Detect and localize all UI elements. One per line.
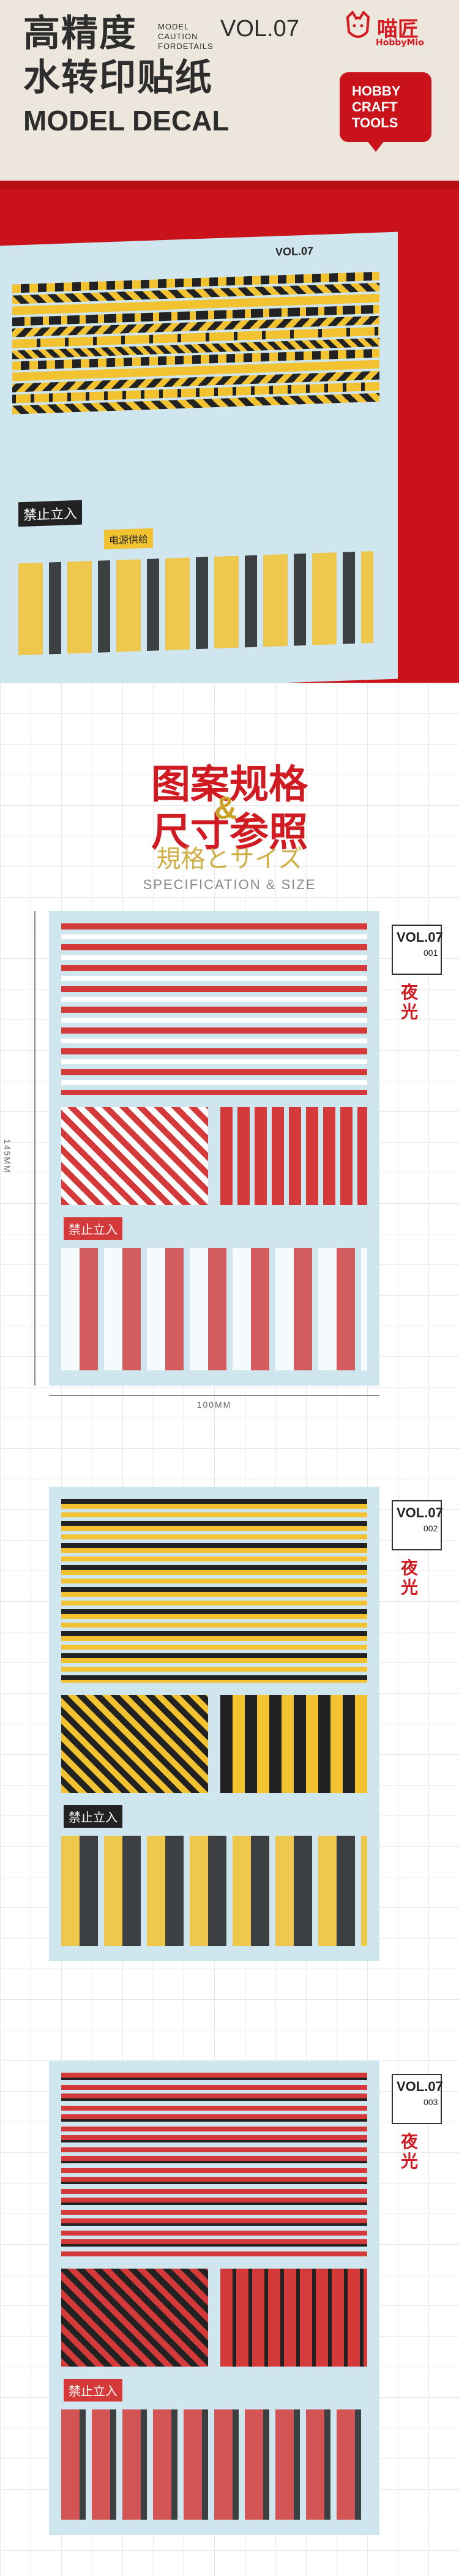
title-en: MODEL DECAL	[23, 105, 230, 137]
hobby-tools-bubble: HOBBY CRAFT TOOLS	[340, 72, 431, 142]
label-num: 002	[424, 1523, 438, 1533]
sheet-label-002: VOL.07 002	[392, 1500, 443, 1550]
label-vol: VOL.07	[397, 929, 443, 945]
hatch-block	[61, 1107, 208, 1205]
label-num: 001	[424, 948, 438, 958]
banner: 高精度 水转印贴纸 MODEL DECAL MODEL CAUTION FORD…	[0, 0, 459, 683]
vol-label: VOL.07	[220, 16, 299, 42]
label-vol: VOL.07	[397, 1505, 443, 1520]
stripe-band	[61, 923, 367, 1095]
sheet-notice: 禁止立入	[64, 2379, 122, 2401]
caption-line: FORDETAILS	[158, 42, 214, 51]
label-vol: VOL.07	[397, 2079, 443, 2094]
decal-sheet-002: 禁止立入	[49, 1487, 379, 1961]
caption-line: CAUTION	[158, 32, 198, 41]
bubble-line: TOOLS	[352, 115, 398, 130]
brand-en: HobbyMio	[376, 38, 424, 48]
sheet-label-001: VOL.07 001	[392, 925, 443, 975]
spec-title-line1: 图案规格	[151, 762, 308, 808]
height-label: 145MM	[2, 1139, 12, 1174]
label-num: 003	[424, 2097, 438, 2107]
spec-subtitle: SPECIFICATION & SIZE	[143, 877, 316, 892]
sheet-notice: 禁止立入	[64, 1805, 122, 1828]
hatch-block	[61, 1695, 208, 1793]
spec-title-line2: 尺寸参照	[151, 810, 308, 855]
sheet-label-003: VOL.07 003	[392, 2074, 443, 2124]
glow-seal: 夜光	[401, 982, 419, 1022]
width-dimension-line	[49, 1395, 379, 1396]
bar-block	[220, 1107, 367, 1205]
height-dimension-line	[34, 911, 35, 1386]
title-line2: 水转印贴纸	[23, 56, 213, 99]
spec-title-jp: 規格とサイズ	[156, 845, 303, 873]
decal-sheet-001: 禁止立入	[49, 911, 379, 1386]
stripe-band	[61, 1499, 367, 1683]
stripe-band	[61, 2073, 367, 2256]
decal-block-grid	[61, 2409, 367, 2520]
decal-sheet-003: 禁止立入	[49, 2060, 379, 2535]
bubble-line: HOBBY	[352, 83, 401, 99]
caption-line: MODEL	[158, 22, 190, 31]
banner-decal-sheet: VOL.07 禁止立入 电源供给	[0, 231, 398, 683]
bubble-line: CRAFT	[352, 99, 398, 115]
decal-block-grid	[61, 1248, 367, 1370]
caption-block: MODEL CAUTION FORDETAILS	[158, 22, 214, 51]
sheet-notice: 禁止立入	[64, 1217, 122, 1240]
spec-ampersand: &	[214, 790, 237, 826]
title-line1: 高精度	[23, 12, 137, 55]
bar-block	[220, 1695, 367, 1793]
decal-block-grid	[18, 551, 373, 656]
bar-block	[220, 2269, 367, 2367]
stripe-rows	[12, 269, 379, 417]
brand-cn: 喵匠	[377, 17, 419, 42]
hatch-block	[61, 2269, 208, 2367]
banner-divider	[0, 181, 459, 189]
glow-seal: 夜光	[401, 1558, 419, 1598]
bubble-tail	[367, 141, 384, 152]
glow-seal: 夜光	[401, 2131, 419, 2171]
sheet-panel: 电源供给	[104, 528, 154, 550]
sheet-notice: 禁止立入	[18, 500, 83, 527]
width-label: 100MM	[196, 1400, 232, 1410]
cat-logo-icon	[343, 10, 373, 47]
sheet-vol: VOL.07	[275, 244, 314, 258]
decal-block-grid	[61, 1836, 367, 1946]
